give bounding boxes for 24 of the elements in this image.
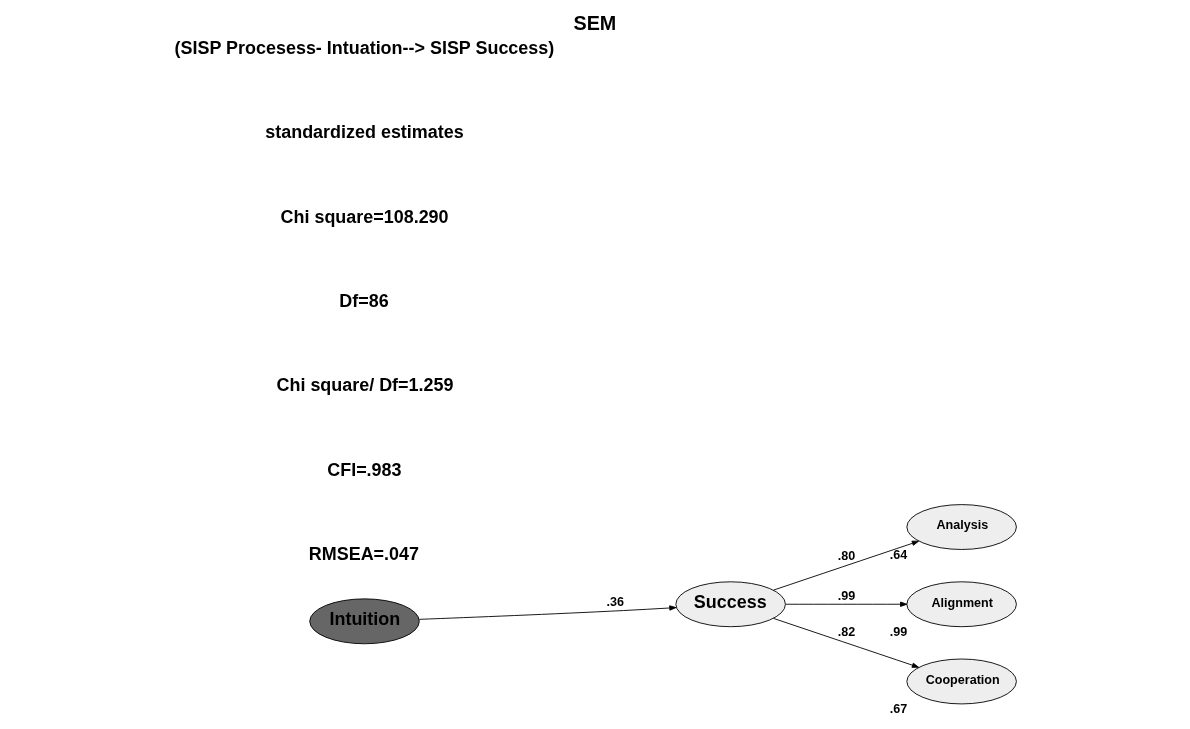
label: CFI=.983: [326, 459, 402, 480]
label: Df=86: [338, 291, 389, 312]
node-label: .99: [889, 624, 907, 639]
arrow: [772, 540, 919, 591]
label: (SISP Procesess- Intuation--> SISP Success): [174, 37, 554, 58]
diagram-title: SEM: [573, 12, 616, 35]
node-ellipse: Intuition: [308, 598, 420, 645]
arrow: [418, 605, 676, 620]
node-ellipse: Analysis: [905, 504, 1017, 550]
node-ellipse: Success: [674, 581, 786, 628]
node-ellipse: Alignment: [905, 581, 1017, 628]
label: Chi square=108.290: [280, 206, 449, 227]
node-label: .67: [889, 702, 907, 717]
node-label: .64: [889, 547, 907, 562]
node-ellipse: Cooperation: [905, 658, 1017, 705]
arrow: [772, 617, 919, 668]
arrow: [784, 601, 907, 607]
edge-label: .36: [606, 595, 624, 610]
label: standardized estimates: [264, 122, 464, 143]
label: RMSEA=.047: [308, 544, 419, 565]
edge-label: .80: [837, 548, 855, 563]
edge-label: .99: [837, 588, 855, 603]
edge-label: .82: [837, 624, 855, 639]
label: Chi square/ Df=1.259: [276, 375, 453, 396]
